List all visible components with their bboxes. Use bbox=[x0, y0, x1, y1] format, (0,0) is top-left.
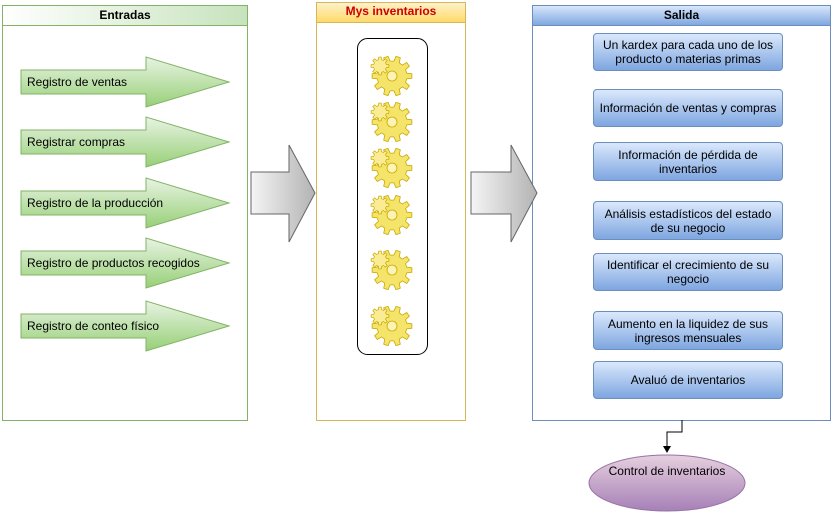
output-analisis: Análisis estadísticos del estado de su n… bbox=[593, 201, 783, 240]
gear-icon bbox=[370, 147, 413, 189]
output-kardex: Un kardex para cada uno de los producto … bbox=[593, 33, 783, 71]
gear-icon bbox=[370, 305, 413, 347]
input-label-produccion: Registro de la producción bbox=[27, 196, 164, 210]
flow-arrow-1 bbox=[250, 144, 316, 243]
output-perdida: Información de pérdida de inventarios bbox=[593, 142, 783, 181]
input-label-conteo: Registro de conteo físico bbox=[27, 319, 160, 333]
output-ventas-compras: Información de ventas y compras bbox=[593, 89, 783, 127]
output-avaluo: Avaluó de inventarios bbox=[593, 361, 783, 399]
input-arrow-compras bbox=[20, 116, 231, 168]
salida-title: Salida bbox=[663, 8, 700, 22]
output-liquidez: Aumento en la liquidez de sus ingresos m… bbox=[593, 311, 783, 350]
connector-arrowhead bbox=[663, 446, 671, 453]
input-arrow-recogidos bbox=[20, 237, 231, 289]
input-arrow-ventas bbox=[20, 56, 231, 108]
gear-icon bbox=[370, 249, 413, 291]
inventarios-header-bg bbox=[316, 2, 466, 23]
result-label: Control de inventarios bbox=[608, 464, 726, 478]
input-arrow-produccion bbox=[20, 177, 231, 229]
gear-icon bbox=[370, 101, 413, 143]
input-label-recogidos: Registro de productos recogidos bbox=[27, 256, 200, 270]
input-label-ventas: Registro de ventas bbox=[27, 75, 128, 89]
connector-line bbox=[666, 420, 683, 447]
salida-header-bg bbox=[532, 5, 831, 26]
result-ellipse bbox=[588, 454, 746, 512]
entradas-header-bg bbox=[2, 5, 248, 26]
flow-arrow-2 bbox=[470, 144, 538, 243]
gear-icon bbox=[370, 194, 413, 236]
input-arrow-conteo bbox=[20, 300, 231, 352]
input-label-compras: Registrar compras bbox=[27, 135, 126, 149]
inventarios-title: Mys inventarios bbox=[345, 4, 437, 18]
output-crecimiento: Identificar el crecimiento de su negocio bbox=[593, 253, 783, 291]
gear-icon bbox=[370, 55, 413, 97]
entradas-title: Entradas bbox=[99, 8, 151, 22]
